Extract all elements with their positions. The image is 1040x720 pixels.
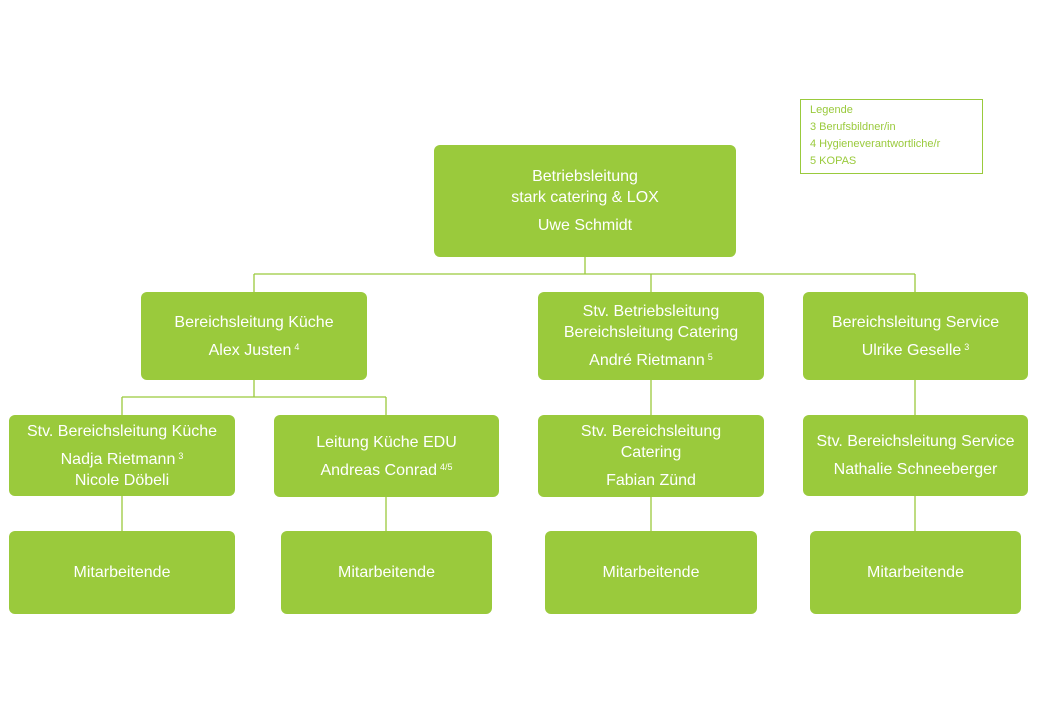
node-title-line1: Stv. Bereichsleitung: [580, 423, 722, 440]
node-title-line2: Catering: [620, 444, 682, 461]
legend-ref: 4: [294, 341, 300, 352]
node-stv-bereichsleitung-service: Stv. Bereichsleitung Service Nathalie Sc…: [803, 415, 1028, 496]
node-person-name: Fabian Zünd: [606, 472, 696, 489]
node-stv-bereichsleitung-catering: Stv. Bereichsleitung Catering Fabian Zün…: [538, 415, 764, 497]
node-person-name-2: Nicole Döbeli: [74, 471, 170, 489]
node-title-line1: Stv. Betriebsleitung: [582, 303, 720, 320]
node-stv-bereichsleitung-kueche: Stv. Bereichsleitung Küche Nadja Rietman…: [9, 415, 235, 496]
node-person-name: Uwe Schmidt: [537, 217, 633, 234]
node-person-name: Nathalie Schneeberger: [833, 461, 998, 478]
legend-ref: 3: [964, 341, 970, 352]
legend-ref: 3: [178, 450, 184, 461]
node-staff-label: Mitarbeitende: [602, 564, 700, 581]
node-staff-label: Mitarbeitende: [338, 564, 435, 581]
node-staff-label: Mitarbeitende: [73, 564, 171, 581]
node-betriebsleitung: Betriebsleitung stark catering & LOX Uwe…: [434, 145, 736, 257]
node-mitarbeitende-edu: Mitarbeitende: [281, 531, 492, 614]
legend-ref: 4/5: [440, 461, 453, 472]
legend-item: 5 KOPAS: [810, 155, 857, 167]
node-title: Leitung Küche EDU: [316, 433, 457, 451]
node-title: Bereichsleitung Küche: [174, 313, 334, 331]
node-title-line1: Betriebsleitung: [532, 168, 638, 185]
node-title-line2: stark catering & LOX: [511, 189, 659, 206]
node-mitarbeitende-service: Mitarbeitende: [810, 531, 1021, 614]
node-mitarbeitende-catering: Mitarbeitende: [545, 531, 757, 614]
node-betriebsleitung-catering: Stv. Betriebsleitung Bereichsleitung Cat…: [538, 292, 764, 380]
legend-title: Legende: [810, 104, 853, 116]
legend-item: 4 Hygieneverantwortliche/r: [810, 138, 941, 150]
legend-item: 3 Berufsbildner/in: [810, 121, 896, 133]
legend-box: Legende 3 Berufsbildner/in 4 Hygienevera…: [800, 99, 983, 174]
node-title: Stv. Bereichsleitung Service: [816, 433, 1015, 450]
node-mitarbeitende-kueche: Mitarbeitende: [9, 531, 235, 614]
node-title-line2: Bereichsleitung Catering: [563, 324, 739, 341]
node-title: Stv. Bereichsleitung Küche: [26, 422, 218, 440]
legend-ref: 5: [707, 352, 713, 362]
node-title: Bereichsleitung Service: [831, 313, 1000, 331]
node-staff-label: Mitarbeitende: [867, 564, 964, 581]
